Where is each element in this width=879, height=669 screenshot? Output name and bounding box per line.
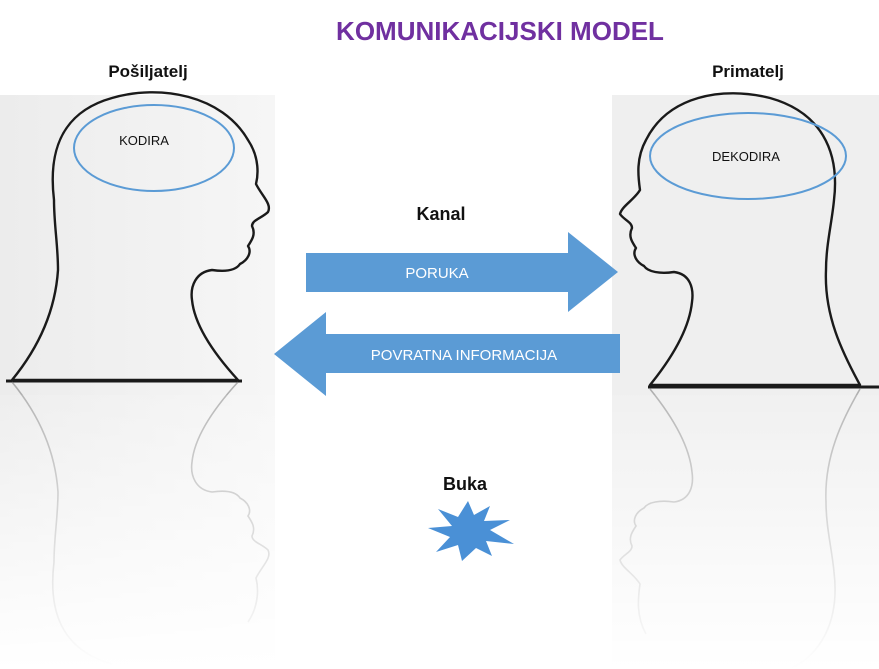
decode-label: DEKODIRA bbox=[712, 149, 780, 164]
encode-label: KODIRA bbox=[119, 133, 169, 148]
noise-label: Buka bbox=[443, 474, 488, 494]
message-label: PORUKA bbox=[405, 265, 468, 282]
diagram-title: KOMUNIKACIJSKI MODEL bbox=[336, 16, 664, 46]
feedback-arrow: POVRATNA INFORMACIJA bbox=[274, 312, 620, 396]
receiver-decode-oval: DEKODIRA bbox=[649, 112, 847, 200]
receiver-label: Primatelj bbox=[712, 62, 784, 81]
feedback-label: POVRATNA INFORMACIJA bbox=[371, 347, 557, 364]
sender-head-silhouette bbox=[6, 91, 271, 383]
message-arrow: PORUKA bbox=[306, 232, 618, 312]
noise-star-icon bbox=[428, 501, 514, 561]
channel-label: Kanal bbox=[416, 204, 465, 224]
receiver-head-silhouette bbox=[618, 92, 879, 389]
sender-label: Pošiljatelj bbox=[108, 62, 187, 81]
sender-encode-oval: KODIRA bbox=[73, 104, 235, 192]
